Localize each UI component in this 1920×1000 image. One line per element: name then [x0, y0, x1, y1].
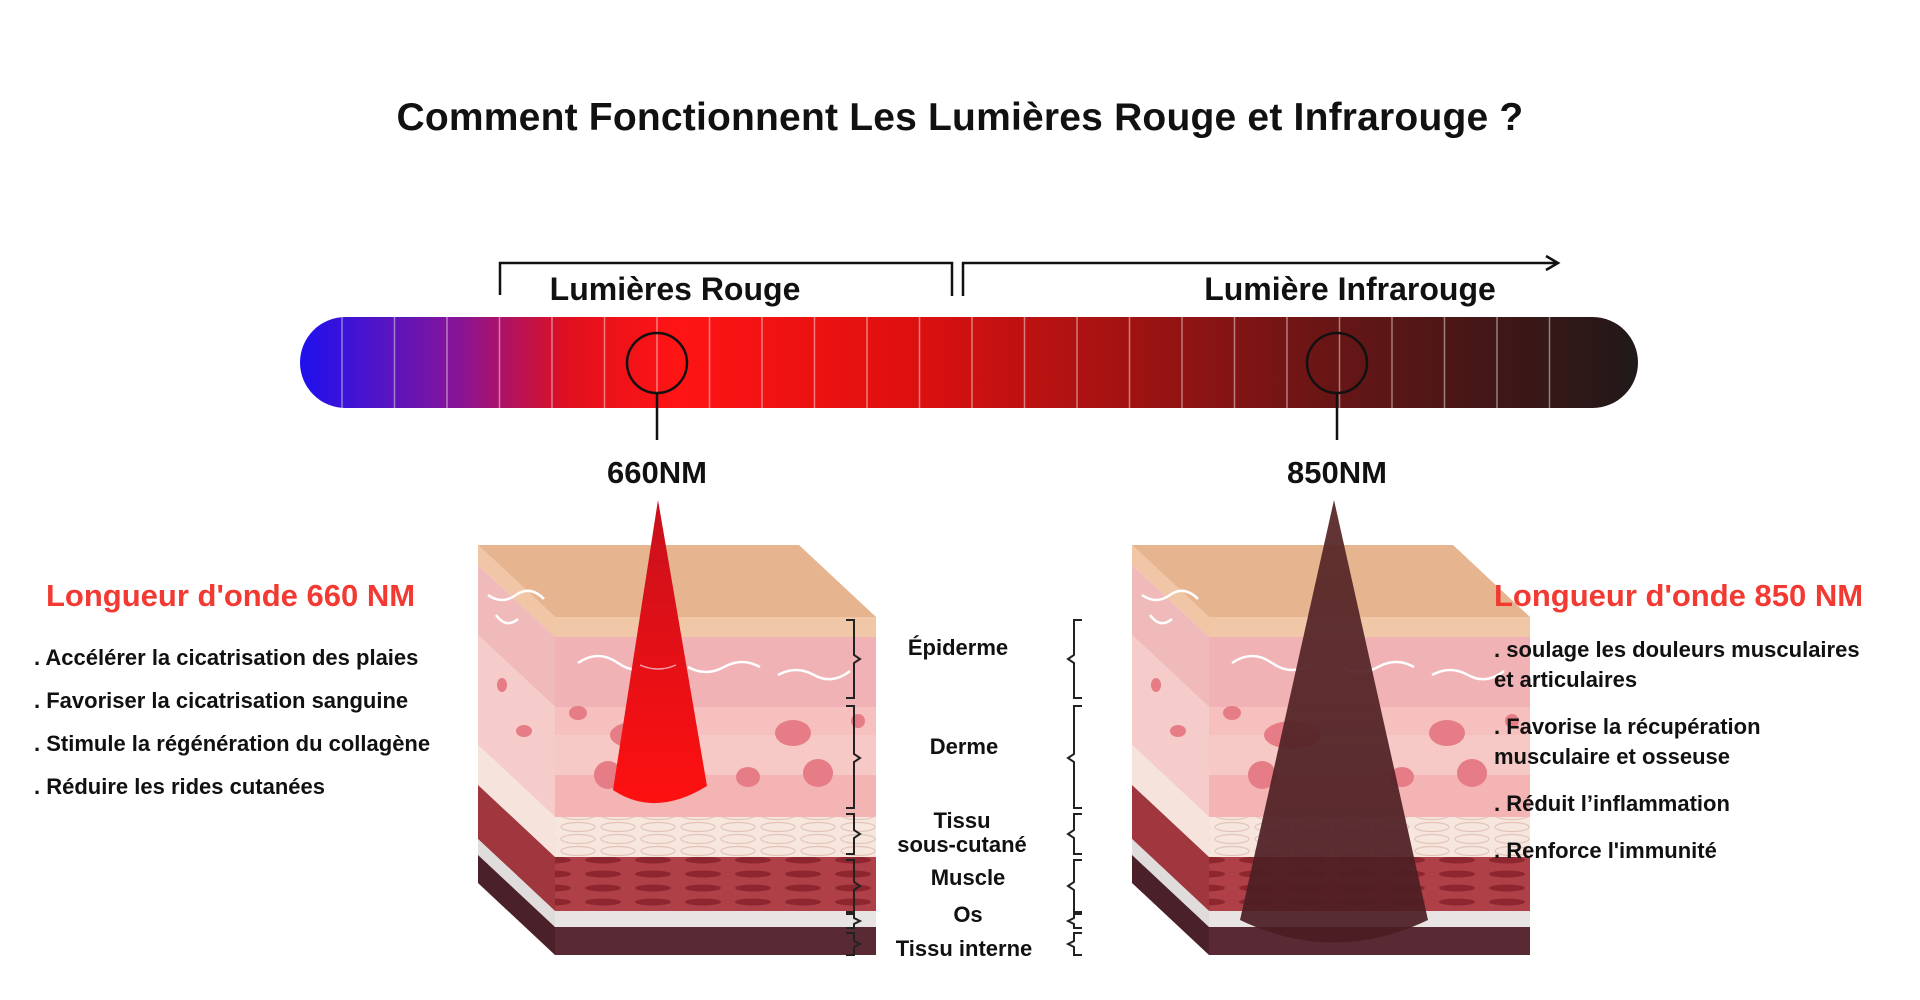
red-range-bracket	[498, 261, 954, 296]
spectrum-bar	[300, 317, 1638, 408]
layer-label-muscle: Muscle	[930, 865, 1006, 890]
layer-label-internal: Tissu interne	[895, 936, 1033, 961]
list-item: . Renforce l'immunité	[1494, 838, 1717, 863]
left-benefits-list: . Accélérer la cicatrisation des plaies …	[34, 645, 430, 817]
list-item: . Réduire les rides cutanées	[34, 774, 326, 799]
list-item: . Réduit l’inflammation	[1494, 791, 1730, 816]
list-item: . Favorise la récupération musculaire et…	[1494, 714, 1761, 769]
layer-label-epidermis: Épiderme	[907, 635, 1009, 660]
red-light-beam	[613, 500, 707, 804]
page-title: Comment Fonctionnent Les Lumières Rouge …	[396, 96, 1524, 139]
list-item: . soulage les douleurs musculaires et ar…	[1494, 637, 1860, 692]
list-item: . Accélérer la cicatrisation des plaies	[34, 645, 419, 670]
right-benefits-list: . soulage les douleurs musculaires et ar…	[1494, 635, 1860, 883]
wavelength-850-label: 850NM	[1287, 455, 1387, 490]
layer-label-subcutaneous: Tissu sous-cutané	[897, 808, 1027, 857]
arrow-right-icon	[1545, 254, 1561, 272]
infrared-light-label: Lumière Infrarouge	[1204, 271, 1496, 307]
list-item: . Favoriser la cicatrisation sanguine	[34, 688, 409, 713]
left-panel-heading: Longueur d'onde 660 NM	[46, 578, 416, 613]
list-item: . Stimule la régénération du collagène	[34, 731, 431, 756]
layer-label-bone: Os	[953, 902, 983, 927]
right-panel-heading: Longueur d'onde 850 NM	[1494, 578, 1864, 613]
wavelength-660-label: 660NM	[607, 455, 707, 490]
layer-label-dermis: Derme	[929, 734, 999, 759]
infrared-range-bracket	[961, 261, 1558, 296]
red-light-label: Lumières Rouge	[549, 271, 801, 307]
layer-braces-right	[1065, 619, 1082, 956]
infrared-light-beam	[1240, 500, 1428, 943]
layer-braces-left	[846, 619, 863, 956]
